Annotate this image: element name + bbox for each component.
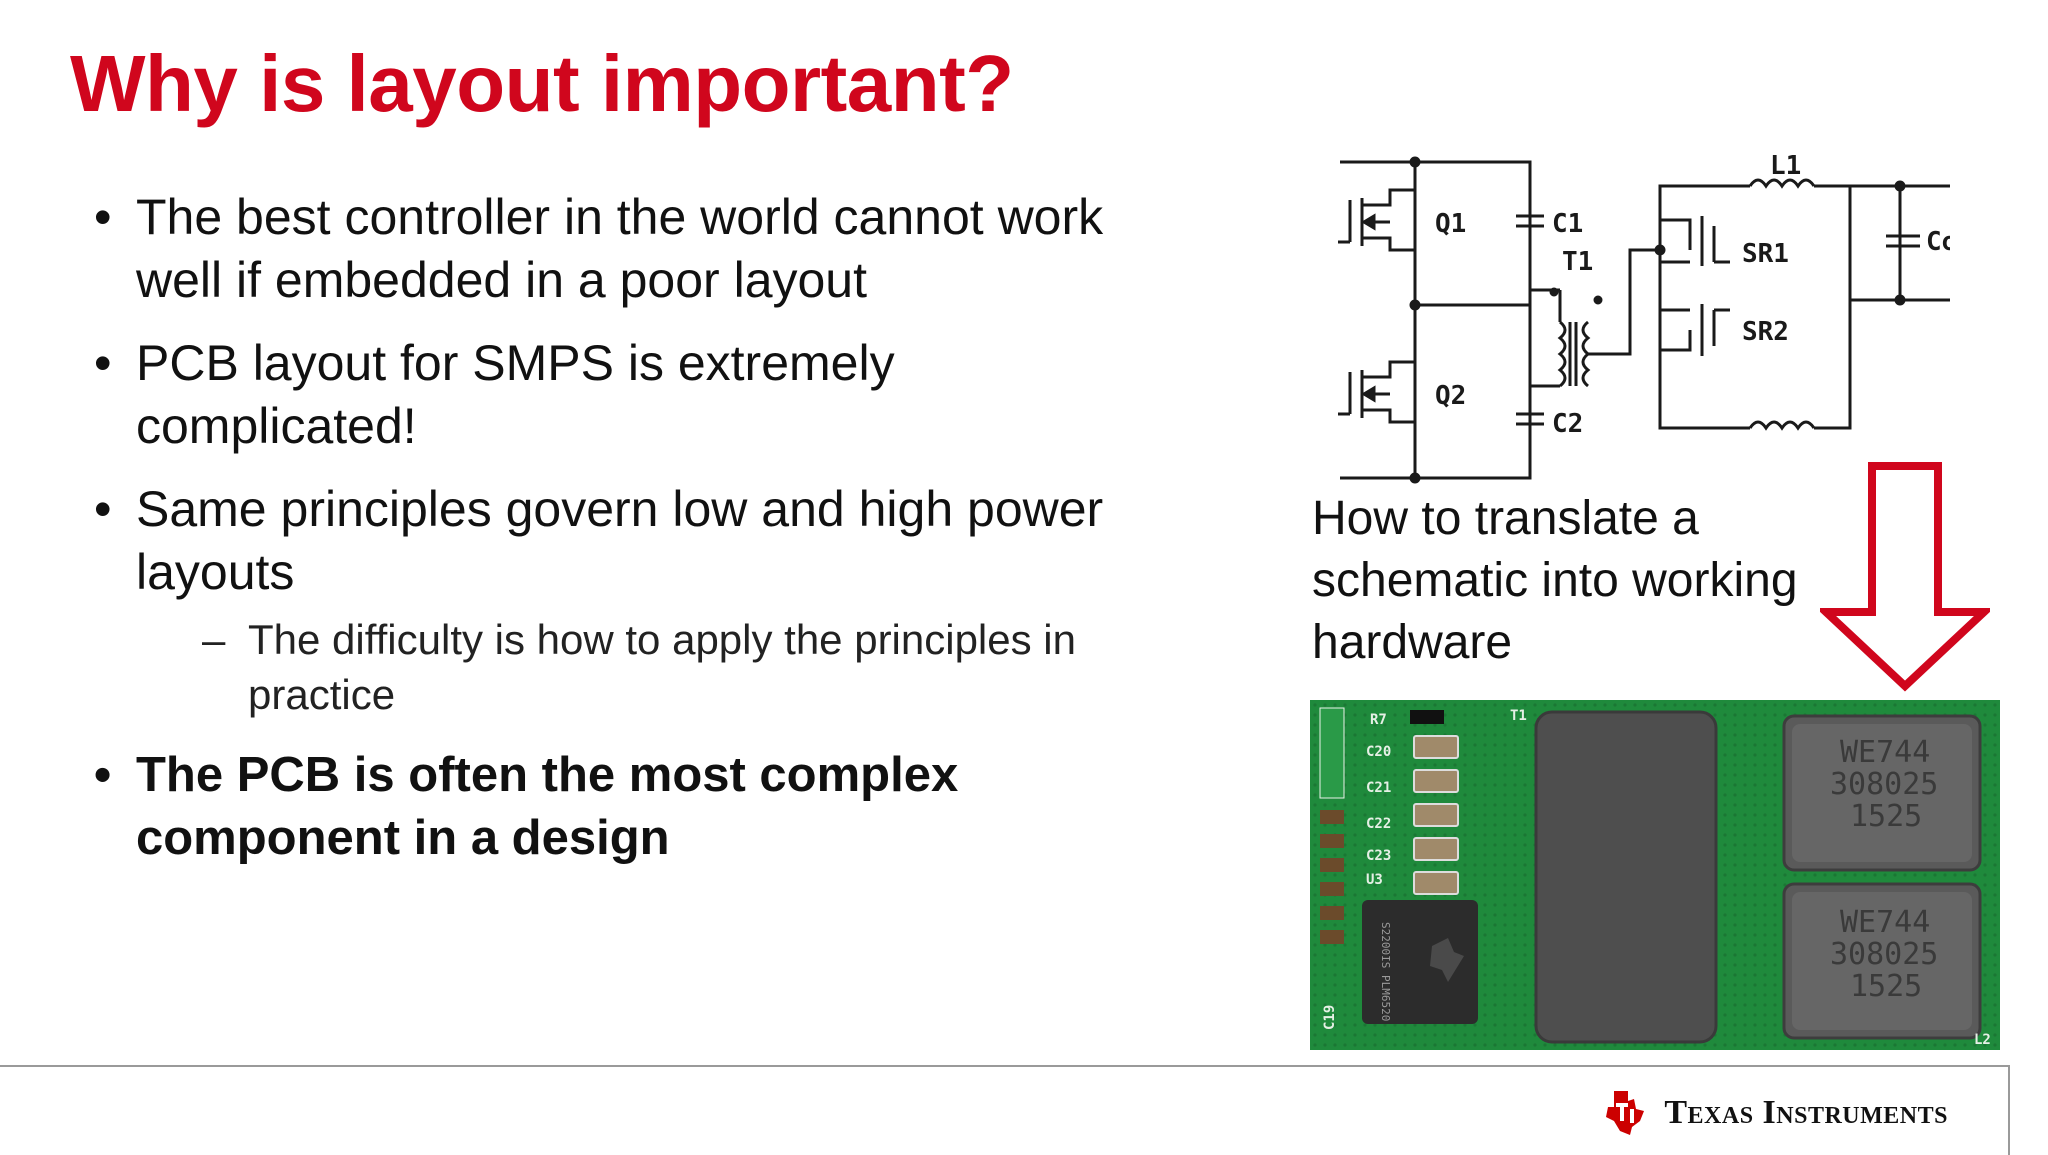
label-co: Co	[1926, 227, 1950, 257]
mosfet-q1	[1338, 188, 1415, 252]
pcb-controller-ic: S2200IS PLM6520	[1362, 900, 1478, 1024]
ind2-line1: WE744	[1840, 905, 1930, 940]
bullet-text: PCB layout for SMPS is extremely complic…	[136, 335, 895, 454]
down-arrow-icon	[1820, 462, 1990, 692]
pcb-passives-left	[1319, 707, 1345, 944]
label-t1: T1	[1562, 247, 1593, 277]
mosfet-sr2	[1660, 304, 1730, 356]
silk-c23: C23	[1366, 848, 1391, 864]
bullet-text: The best controller in the world cannot …	[136, 189, 1104, 308]
bullet-list: • The best controller in the world canno…	[94, 186, 1154, 890]
silk-c22: C22	[1366, 816, 1391, 832]
bullet-dot: •	[94, 335, 112, 391]
pcb-inductor-1: WE744 308025 1525	[1782, 714, 1982, 872]
pcb-capacitor-stack	[1410, 710, 1459, 895]
bullet-dot: •	[94, 748, 112, 802]
sub-bullet-item: – The difficulty is how to apply the pri…	[202, 612, 1154, 722]
slide-footer: Texas Instruments	[0, 1065, 2010, 1155]
label-l1: L1	[1770, 151, 1801, 181]
sub-bullet-text: The difficulty is how to apply the princ…	[248, 616, 1076, 718]
pcb-inductor-2: WE744 308025 1525	[1782, 882, 1982, 1040]
silk-l2: L2	[1974, 1032, 1991, 1048]
ti-brand-name: Texas Instruments	[1664, 1094, 1948, 1131]
bullet-dot: •	[94, 189, 112, 245]
pcb-transformer	[1534, 710, 1718, 1044]
ic-marking: S2200IS PLM6520	[1379, 922, 1392, 1021]
label-q2: Q2	[1435, 381, 1466, 411]
schematic-caption: How to translate a schematic into workin…	[1312, 492, 1798, 669]
ind2-line3: 1525	[1850, 969, 1922, 1004]
silk-u3: U3	[1366, 872, 1383, 888]
bullet-item-bold: • The PCB is often the most complex comp…	[94, 744, 1154, 870]
ind1-line2: 308025	[1830, 767, 1938, 802]
bullet-text: The PCB is often the most complex compon…	[136, 748, 959, 865]
silk-r7: R7	[1370, 712, 1387, 728]
silk-c21: C21	[1366, 780, 1391, 796]
ti-state-logo-icon	[1606, 1091, 1645, 1135]
silk-c19: C19	[1322, 1005, 1338, 1030]
silk-t1: T1	[1510, 708, 1527, 724]
label-c2: C2	[1552, 409, 1583, 439]
pcb-photo: S2200IS PLM6520 WE744 308025 1525 WE744 …	[1310, 700, 2000, 1050]
label-sr2: SR2	[1742, 317, 1789, 347]
bullet-dot: •	[94, 481, 112, 537]
ind1-line1: WE744	[1840, 735, 1930, 770]
label-c1: C1	[1552, 209, 1583, 239]
mosfet-sr1	[1660, 216, 1730, 266]
ti-logo: Texas Instruments	[1604, 1089, 1948, 1137]
ind1-line3: 1525	[1850, 799, 1922, 834]
sub-bullet-dash: –	[202, 616, 226, 663]
label-q1: Q1	[1435, 209, 1466, 239]
bullet-item-2: • PCB layout for SMPS is extremely compl…	[94, 332, 1154, 458]
bullet-item-3: • Same principles govern low and high po…	[94, 478, 1154, 604]
circuit-schematic: Q1 Q2 C1 C2 T1 L1 SR1 SR2 Co	[1338, 151, 1950, 484]
mosfet-q2	[1338, 360, 1415, 424]
silk-c20: C20	[1366, 744, 1391, 760]
bullet-item-1: • The best controller in the world canno…	[94, 186, 1154, 312]
ind2-line2: 308025	[1830, 937, 1938, 972]
bullet-text: Same principles govern low and high powe…	[136, 481, 1104, 600]
slide-title: Why is layout important?	[70, 39, 1014, 128]
label-sr1: SR1	[1742, 239, 1789, 269]
